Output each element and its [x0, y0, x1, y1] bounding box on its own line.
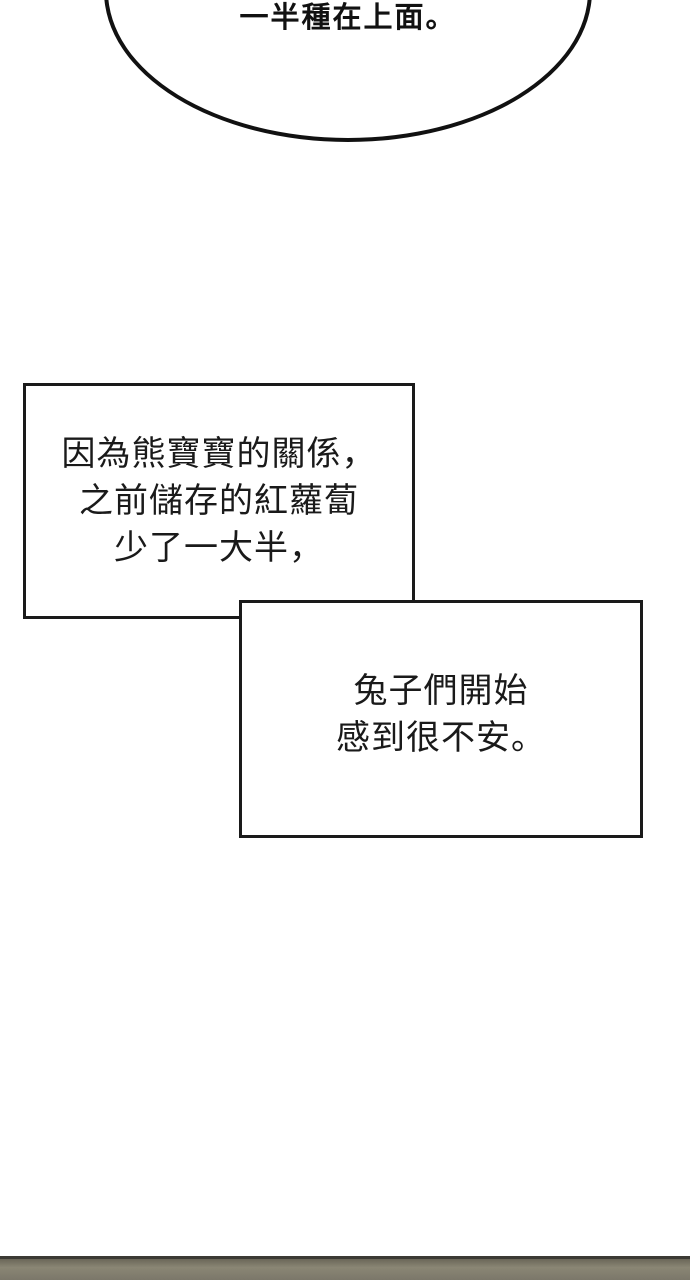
speech-bubble-text: 一半種在上面。 [239, 0, 457, 34]
narration-box-top [23, 383, 415, 619]
narration-line: 感到很不安。 [336, 718, 546, 758]
narration-line: 兔子們開始 [353, 671, 529, 711]
narration-box-bottom [239, 600, 643, 838]
next-panel-edge [0, 1256, 690, 1280]
narration-line: 少了一大半， [114, 528, 324, 568]
narration-line: 之前儲存的紅蘿蔔 [79, 481, 359, 521]
narration-box-joint [242, 603, 412, 617]
speech-bubble: 一半種在上面。 [104, 0, 592, 142]
narration-text-bottom: 兔子們開始 感到很不安。 [242, 668, 640, 762]
narration-text-top: 因為熊寶寶的關係， 之前儲存的紅蘿蔔 少了一大半， [26, 431, 412, 572]
narration-line: 因為熊寶寶的關係， [61, 434, 377, 474]
